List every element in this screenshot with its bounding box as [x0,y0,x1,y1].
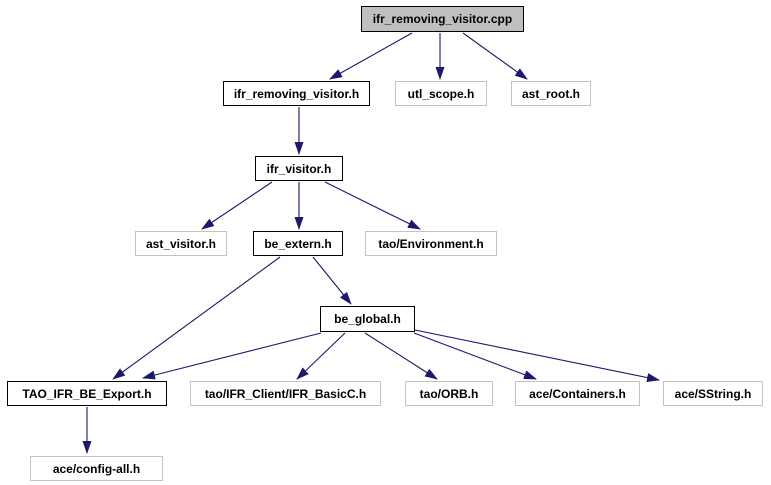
edge-be_global_h-to-ace_sstring_h [414,329,660,382]
node-tao_orb_h: tao/ORB.h [405,381,493,406]
node-label: ifr_removing_visitor.h [233,86,360,101]
node-label: ace/SString.h [674,386,752,401]
edge-be_global_h-to-ace_containers_h [413,332,537,380]
node-ifr_visitor_h[interactable]: ifr_visitor.h [255,156,343,181]
edge-ifr_removing_visitor_cpp-to-ast_root_h [462,32,528,80]
node-label: ast_visitor.h [145,236,217,251]
node-ifr_removing_visitor_h[interactable]: ifr_removing_visitor.h [223,81,370,106]
edge-ifr_visitor_h-to-ast_visitor_h [201,181,273,230]
node-utl_scope_h: utl_scope.h [395,81,487,106]
node-ast_visitor_h: ast_visitor.h [135,231,227,256]
node-ace_sstring_h: ace/SString.h [663,381,763,406]
node-label: ast_root.h [521,86,580,101]
node-ace_containers_h: ace/Containers.h [515,381,640,406]
node-label: tao/ORB.h [419,386,479,401]
node-ast_root_h: ast_root.h [511,81,591,106]
node-label: be_extern.h [264,236,332,251]
node-ifr_removing_visitor_cpp[interactable]: ifr_removing_visitor.cpp [361,6,524,32]
edge-be_extern_h-to-be_global_h [312,256,352,305]
node-label: utl_scope.h [407,86,475,101]
node-label: tao/IFR_Client/IFR_BasicC.h [204,386,367,401]
node-ace_config_all_h: ace/config-all.h [30,456,163,481]
edge-be_global_h-to-tao_ifr_be_export_h [142,332,322,380]
node-label: ace/config-all.h [52,461,141,476]
node-label: ifr_removing_visitor.cpp [372,12,513,26]
edge-be_global_h-to-tao_ifr_client_ifr_basicc_h [296,332,346,380]
node-tao_ifr_be_export_h[interactable]: TAO_IFR_BE_Export.h [7,381,167,406]
node-tao_ifr_client_ifr_basicc_h: tao/IFR_Client/IFR_BasicC.h [190,381,381,406]
node-be_global_h[interactable]: be_global.h [320,306,415,332]
node-label: tao/Environment.h [378,236,484,251]
node-label: ifr_visitor.h [266,161,332,176]
node-label: ace/Containers.h [529,386,626,401]
node-label: TAO_IFR_BE_Export.h [22,386,152,401]
edge-ifr_visitor_h-to-tao_environment_h [324,181,421,230]
edge-be_global_h-to-tao_orb_h [364,332,438,380]
node-tao_environment_h: tao/Environment.h [365,231,497,256]
node-be_extern_h[interactable]: be_extern.h [253,231,343,256]
edge-ifr_removing_visitor_cpp-to-ifr_removing_visitor_h [329,32,413,80]
edge-be_extern_h-to-tao_ifr_be_export_h [112,256,281,380]
node-label: be_global.h [334,312,401,326]
